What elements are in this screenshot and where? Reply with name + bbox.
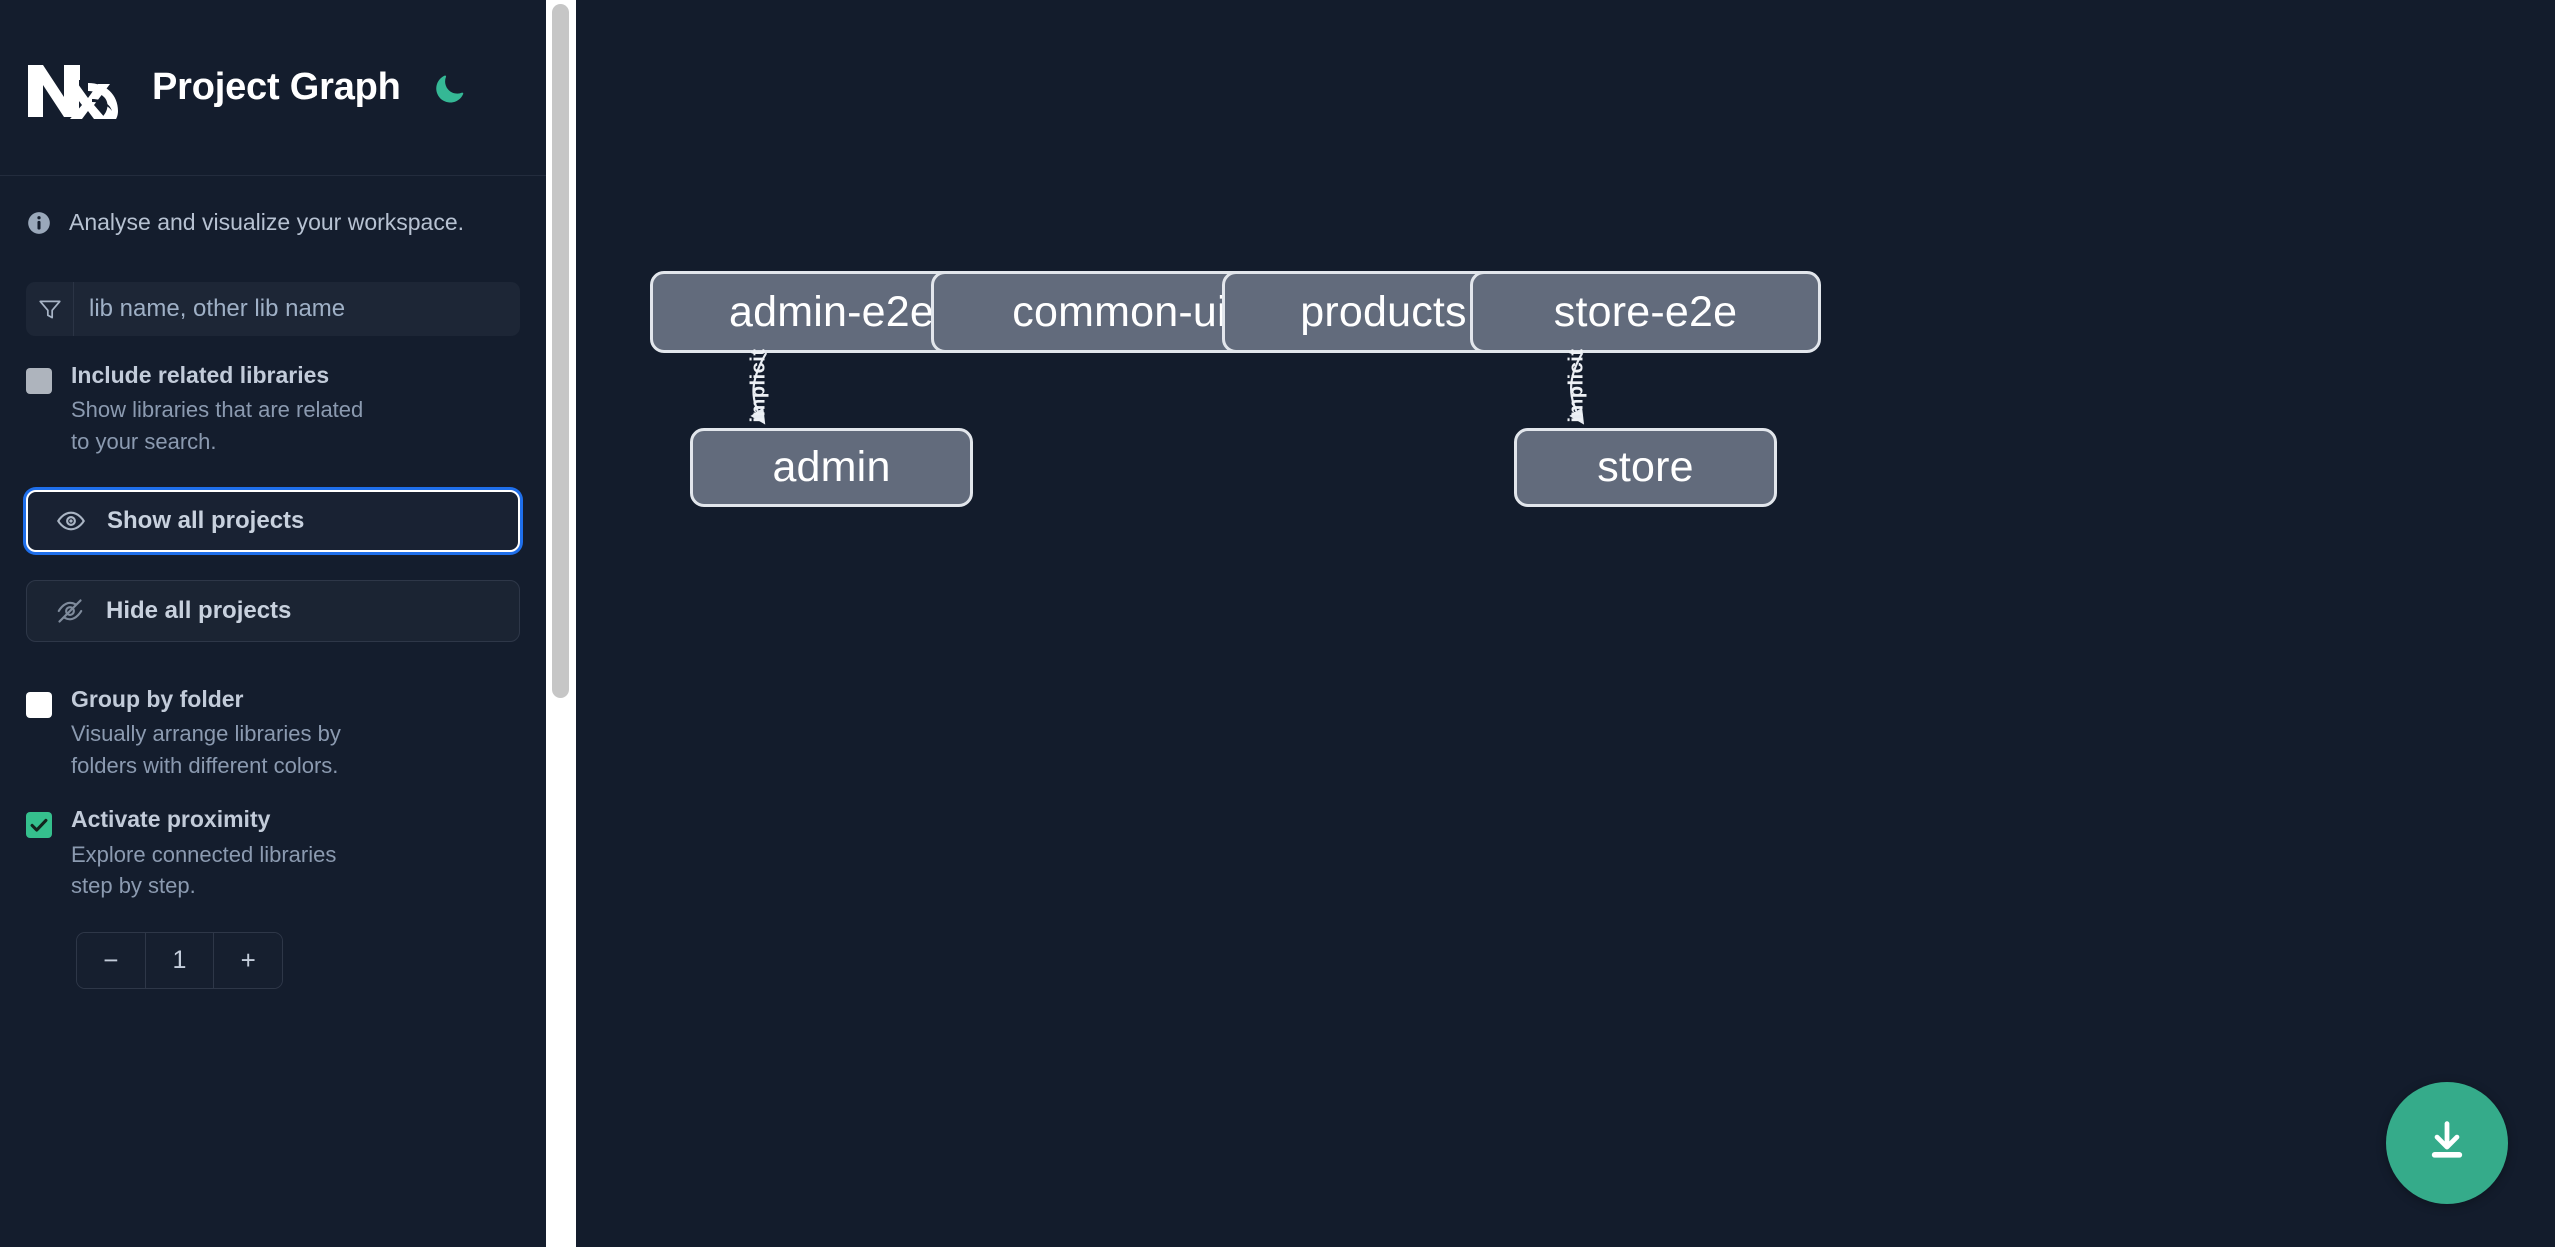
graph-node-store[interactable]: store bbox=[1514, 428, 1777, 507]
checkbox-row-group-by-folder[interactable]: Group by folder Visually arrange librari… bbox=[26, 685, 520, 782]
graph-node-label: products bbox=[1300, 287, 1467, 336]
graph-canvas[interactable]: admin-e2e common-ui products store-e2e admin… bbox=[546, 0, 2555, 1247]
moon-icon[interactable] bbox=[427, 65, 473, 111]
graph-edges bbox=[750, 352, 1585, 425]
download-icon bbox=[2421, 1115, 2473, 1172]
proximity-stepper[interactable]: − 1 + bbox=[76, 931, 283, 989]
graph-edge-admin-e2e__admin bbox=[750, 352, 768, 425]
checkbox-desc-include-related-libraries: Show libraries that are related to your … bbox=[71, 397, 364, 454]
graph-node-label: admin-e2e bbox=[729, 287, 934, 336]
graph-node-label: admin bbox=[772, 443, 891, 491]
checkbox-row-include-related-libraries[interactable]: Include related libraries Show libraries… bbox=[26, 362, 520, 458]
sidebar-scrollbar[interactable] bbox=[546, 0, 576, 1247]
checkbox-label-include-related-libraries: Include related libraries bbox=[71, 362, 330, 388]
hide-all-projects-button[interactable]: Hide all projects bbox=[26, 579, 520, 642]
sidebar-info-text: Analyse and visualize your workspace. bbox=[69, 209, 465, 235]
search-input[interactable] bbox=[74, 282, 520, 336]
filter-funnel-icon bbox=[26, 282, 74, 336]
download-graph-button[interactable] bbox=[2386, 1082, 2508, 1204]
graph-edge-store-e2e__store bbox=[1569, 352, 1585, 425]
filter-input-wrapper[interactable] bbox=[26, 282, 520, 336]
checkbox-label-group-by-folder: Group by folder bbox=[71, 685, 244, 712]
hide-all-projects-label: Hide all projects bbox=[106, 596, 292, 624]
eye-off-icon bbox=[55, 596, 85, 626]
graph-node-label: common-ui bbox=[1012, 287, 1227, 336]
show-all-projects-label: Show all projects bbox=[107, 506, 305, 534]
nx-logo-icon bbox=[26, 57, 124, 119]
sidebar-header: Project Graph bbox=[0, 0, 546, 176]
checkbox-group-by-folder[interactable] bbox=[26, 691, 52, 718]
graph-node-label: store bbox=[1597, 443, 1694, 491]
sidebar-scrollbar-thumb[interactable] bbox=[552, 4, 569, 698]
graph-edge-label: implicit bbox=[1565, 347, 1588, 423]
sidebar-body: Include related libraries Show libraries… bbox=[0, 282, 546, 989]
eye-icon bbox=[56, 506, 86, 536]
checkbox-activate-proximity[interactable] bbox=[26, 812, 52, 839]
graph-node-store-e2e[interactable]: store-e2e bbox=[1470, 271, 1821, 353]
proximity-decrement-button[interactable]: − bbox=[77, 932, 145, 988]
sidebar: Project Graph Analyse and visualize your… bbox=[0, 0, 546, 1247]
sidebar-info: Analyse and visualize your workspace. bbox=[0, 176, 546, 236]
checkbox-row-activate-proximity[interactable]: Activate proximity Explore connected lib… bbox=[26, 806, 520, 902]
proximity-value: 1 bbox=[144, 932, 214, 988]
checkbox-include-related-libraries[interactable] bbox=[26, 368, 52, 394]
proximity-increment-button[interactable]: + bbox=[213, 932, 282, 988]
checkbox-desc-group-by-folder: Visually arrange libraries by folders wi… bbox=[71, 720, 341, 778]
checkbox-label-activate-proximity: Activate proximity bbox=[71, 806, 271, 833]
checkbox-desc-activate-proximity: Explore connected libraries step by step… bbox=[71, 841, 337, 899]
graph-node-admin[interactable]: admin bbox=[690, 428, 973, 507]
info-icon bbox=[26, 210, 52, 236]
show-all-projects-button[interactable]: Show all projects bbox=[26, 489, 520, 552]
page-title: Project Graph bbox=[152, 66, 401, 108]
graph-node-label: store-e2e bbox=[1553, 287, 1738, 336]
graph-edge-label: implicit bbox=[747, 347, 770, 423]
